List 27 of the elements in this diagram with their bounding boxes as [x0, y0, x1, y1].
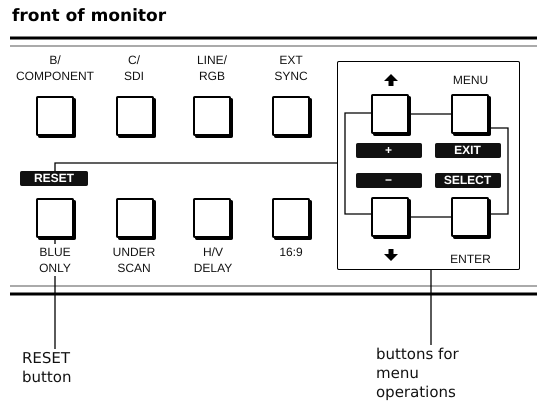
push-button	[370, 196, 408, 236]
push-button	[116, 96, 154, 136]
connector-line	[489, 127, 509, 215]
leader-line	[430, 270, 432, 345]
connector-line	[344, 112, 371, 215]
callout-label: buttons for menu operations	[376, 345, 486, 402]
push-button	[116, 198, 154, 238]
function-label: SELECT	[434, 172, 500, 188]
push-button	[36, 96, 74, 136]
push-button	[450, 196, 488, 236]
function-label: −	[356, 172, 422, 188]
connector-line	[409, 113, 451, 115]
push-button	[193, 96, 231, 136]
function-label: EXIT	[434, 142, 500, 158]
title: front of monitor	[12, 6, 166, 26]
push-button	[370, 94, 408, 134]
button-group-frame	[337, 61, 520, 270]
function-label: +	[356, 142, 422, 158]
connector-line	[409, 216, 451, 218]
push-button	[272, 96, 310, 136]
callout-label: RESET button	[22, 349, 112, 387]
push-button	[36, 198, 74, 238]
push-button	[450, 94, 488, 134]
function-label: RESET	[20, 171, 88, 186]
connector-line	[54, 162, 337, 171]
push-button	[193, 198, 231, 238]
push-button	[272, 198, 310, 238]
